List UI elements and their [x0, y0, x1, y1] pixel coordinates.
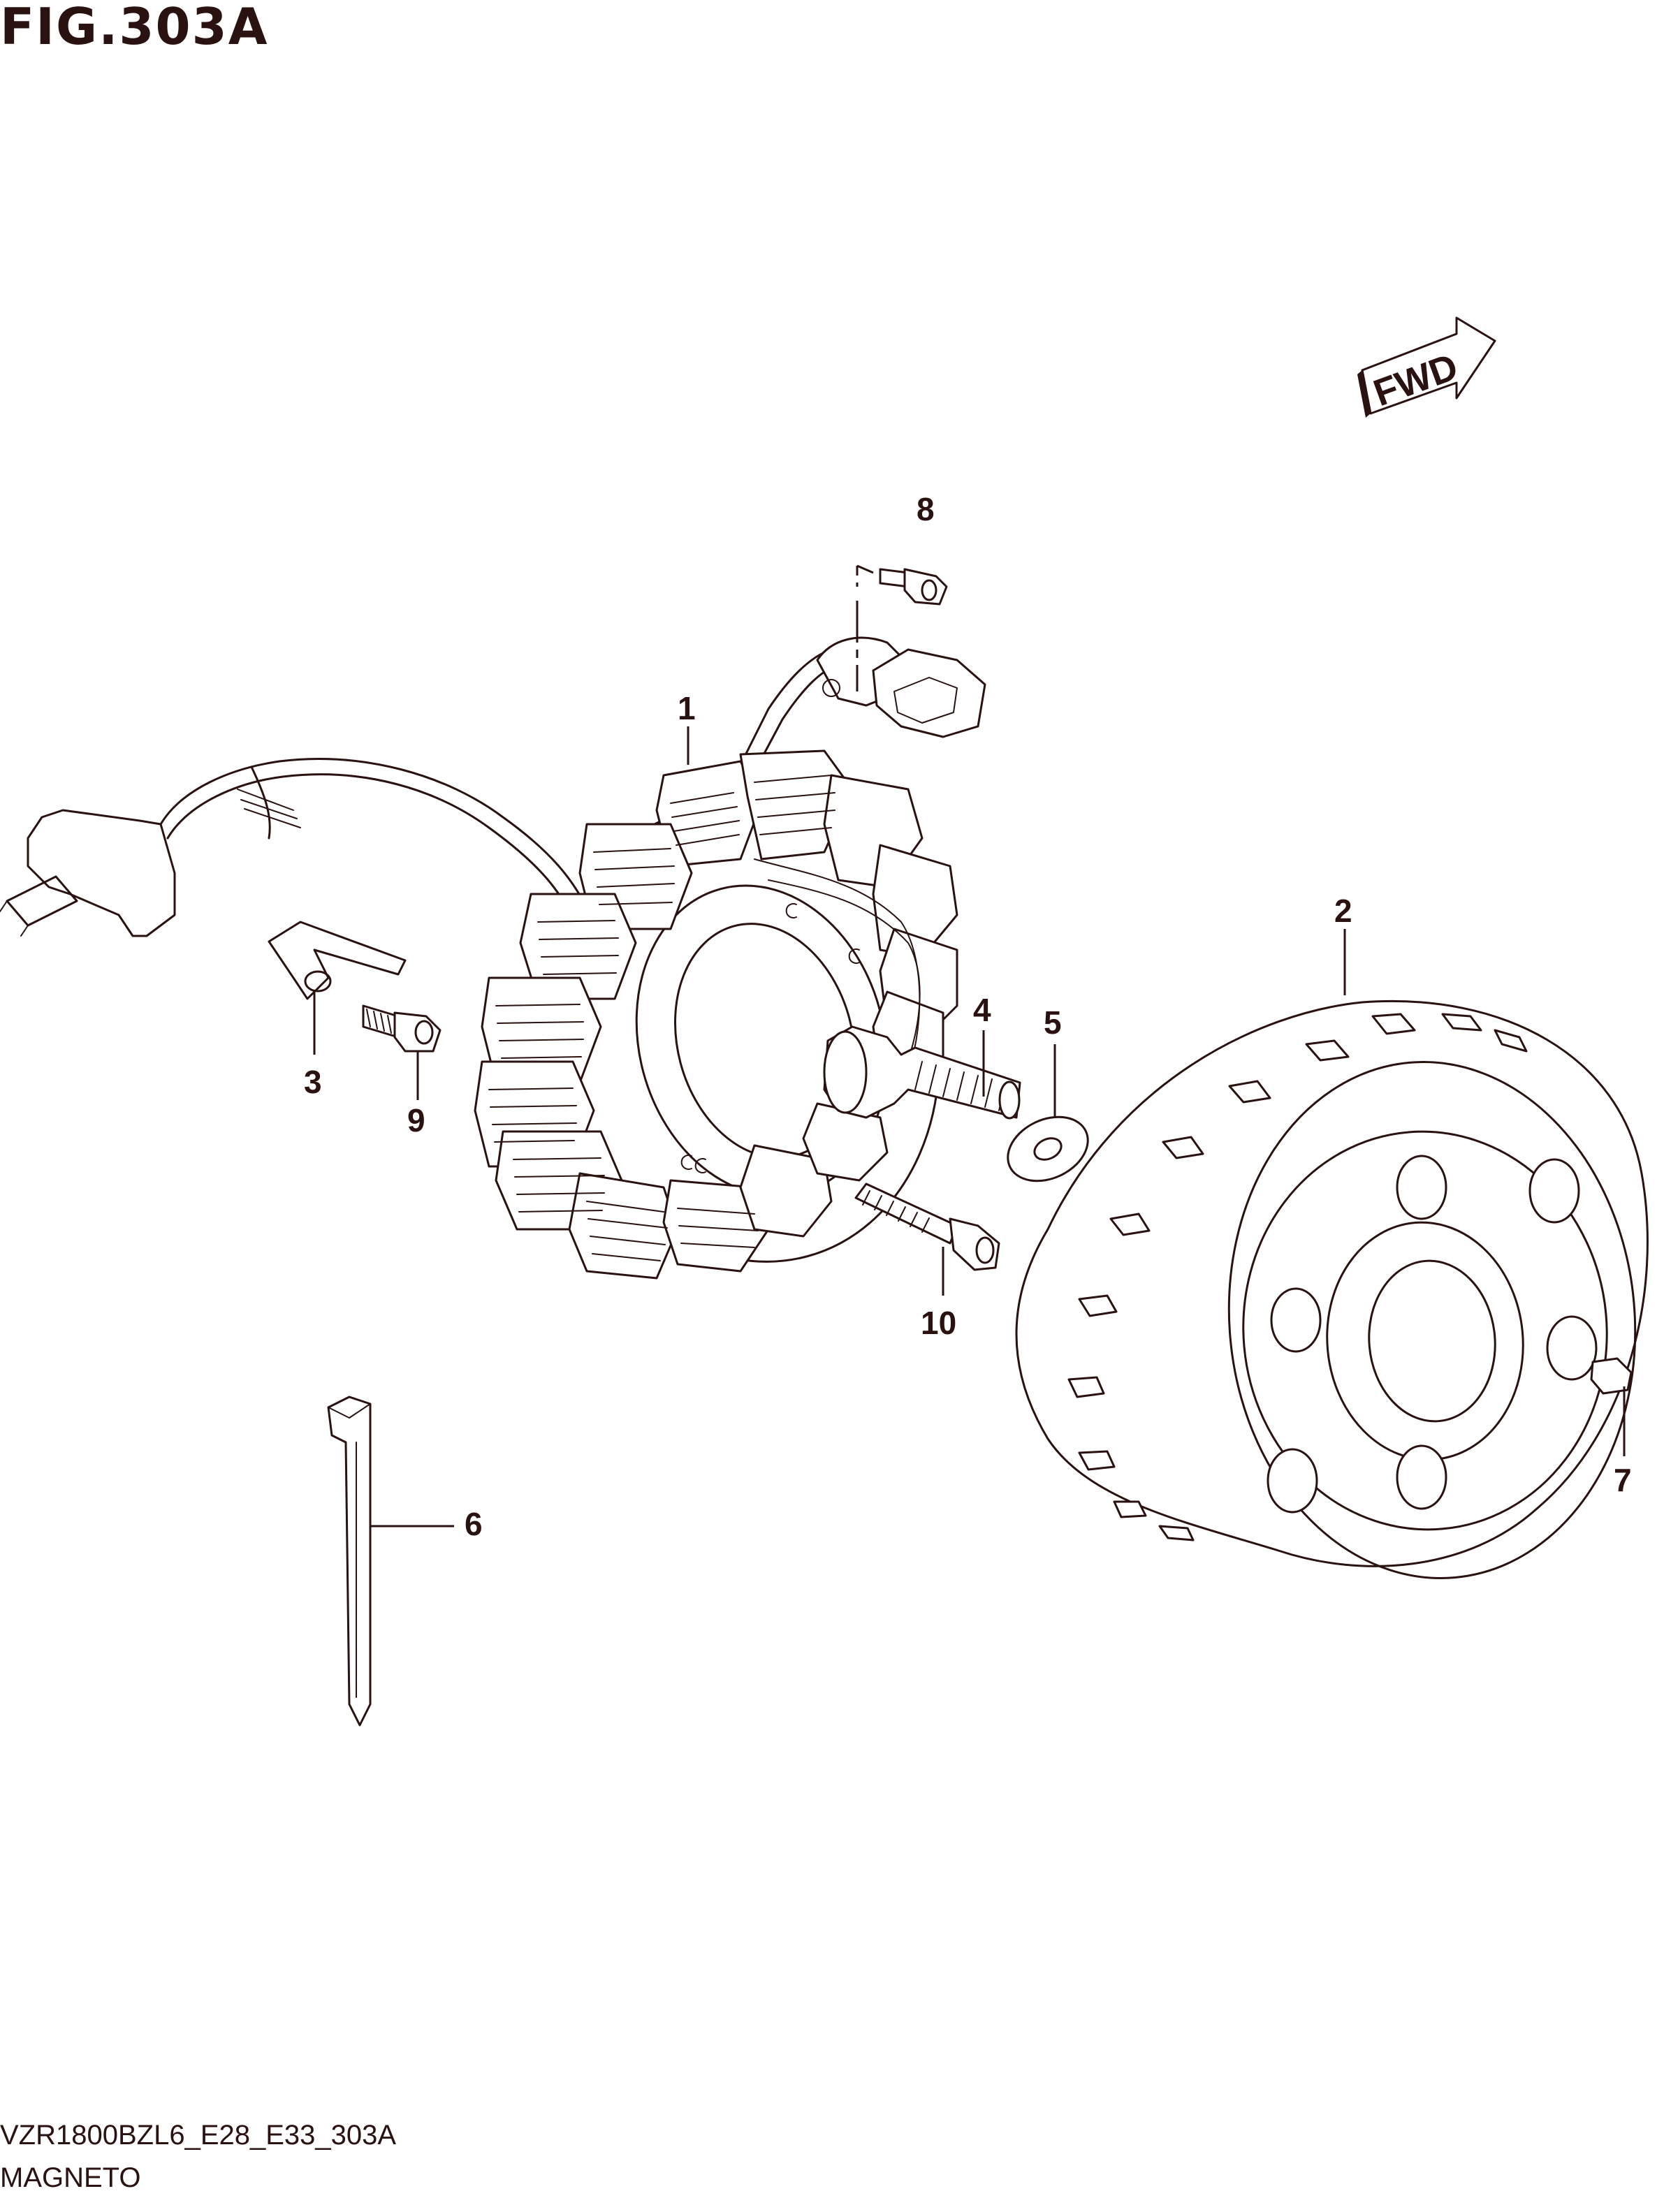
part-10-bolt [854, 1182, 1000, 1271]
callout-3: 3 [304, 1064, 322, 1100]
part-3-clamp [268, 921, 407, 1000]
rotor-bosses [1267, 1155, 1598, 1514]
pulser-coil [822, 648, 986, 738]
part-5-washer [1007, 1115, 1089, 1182]
callout-6: 6 [465, 1506, 483, 1542]
callout-labels: 1 2 3 4 5 6 7 8 9 10 [304, 491, 1632, 1542]
footer-diagram-code: VZR1800BZL6_E28_E33_303A [0, 2120, 397, 2151]
callout-10: 10 [921, 1305, 956, 1341]
fwd-arrow-badge: FWD [1357, 316, 1496, 418]
part-9-bolt [362, 1004, 441, 1053]
part-2-rotor [1015, 999, 1649, 1579]
callout-8: 8 [917, 491, 935, 527]
stator-harness [0, 758, 588, 937]
part-6-cable-tie [327, 1396, 372, 1727]
callout-7: 7 [1614, 1462, 1632, 1498]
callout-1: 1 [678, 690, 696, 726]
callout-5: 5 [1044, 1004, 1062, 1041]
callout-4: 4 [973, 992, 991, 1028]
footer-section-name: MAGNETO [0, 2162, 141, 2193]
callout-2: 2 [1334, 893, 1352, 929]
figure-title: FIG.303A [0, 0, 269, 56]
stator-assembly [474, 749, 958, 1280]
part-4-bolt [823, 1025, 1021, 1120]
coil-windings [488, 775, 835, 1261]
rotor-reluctor-bumps [1067, 1013, 1528, 1541]
leader-lines [313, 564, 1626, 1528]
part-8-bolt [879, 568, 948, 606]
part-7-key [1590, 1357, 1633, 1395]
callout-9: 9 [407, 1102, 425, 1138]
